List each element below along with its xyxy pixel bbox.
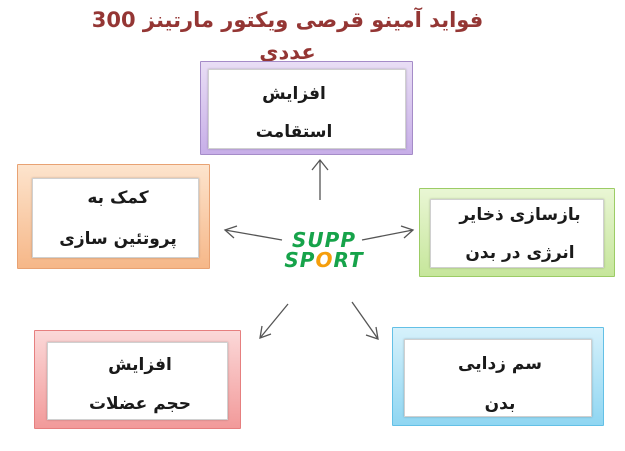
- logo-top-text: SUPP: [292, 228, 356, 252]
- logo-bottom-part1: SP: [284, 248, 316, 272]
- box-left-line2: پروتئین سازی: [59, 229, 177, 249]
- box-right-line1: بازسازی ذخایر: [459, 205, 581, 225]
- diagram-title: فواید آمینو قرصی ویکتور مارتینز 300 عددی: [91, 8, 484, 64]
- arrow-up: [311, 158, 329, 200]
- logo-bottom-part2: RT: [333, 248, 364, 272]
- box-inner: [32, 178, 199, 258]
- box-top-line1: افزایش: [262, 84, 326, 104]
- box-muscle-volume: [34, 330, 241, 429]
- box-increase-endurance: [200, 61, 413, 155]
- arrow-left: [223, 225, 283, 241]
- box-left-line1: کمک به: [87, 188, 149, 208]
- box-detox: [392, 327, 604, 426]
- supp-sport-logo: SUPP SPORT: [278, 226, 370, 272]
- logo-o-ball: O: [315, 248, 334, 272]
- box-bottom-left-line1: افزایش: [108, 355, 172, 375]
- box-protein-synthesis: [17, 164, 210, 269]
- logo-bottom-text: SPORT: [278, 248, 370, 272]
- box-inner: [47, 342, 228, 420]
- box-bottom-right-line2: بدن: [484, 394, 516, 414]
- arrow-down-left: [259, 303, 289, 339]
- arrow-right: [361, 225, 415, 241]
- box-inner: [208, 69, 406, 149]
- arrow-down-right: [351, 301, 379, 340]
- box-energy-stores: [419, 188, 615, 277]
- box-right-line2: انرژی در بدن: [465, 243, 575, 263]
- box-bottom-left-line2: حجم عضلات: [88, 394, 192, 414]
- box-bottom-right-line1: سم زدایی: [458, 354, 542, 374]
- box-inner: [430, 199, 604, 268]
- box-inner: [404, 339, 592, 417]
- box-top-line2: استقامت: [255, 122, 333, 142]
